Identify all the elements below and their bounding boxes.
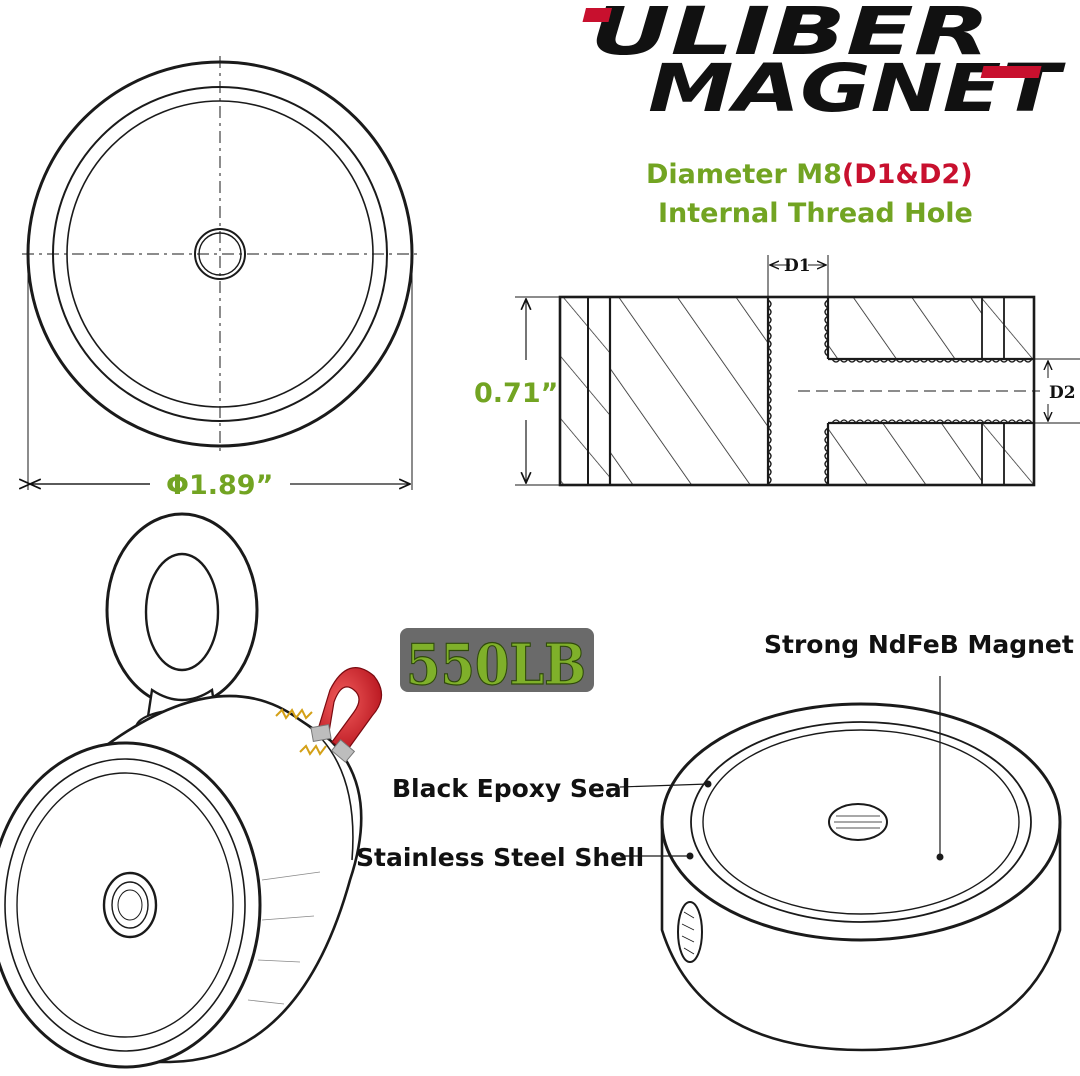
diameter-label: Φ1.89” [166,470,273,501]
svg-text:Diameter M8(D1&D2): Diameter M8(D1&D2) [646,159,973,190]
brand-line2: MAGNET [648,50,1066,127]
eyebolt-magnet-drawing [0,512,363,1069]
pot-magnet-drawing [619,676,1062,1052]
height-label: 0.71” [474,378,558,409]
callout-magnet: Strong NdFeB Magnet [764,630,1074,659]
spec-prefix: Diameter M8 [646,159,842,190]
d2-label: D2 [1049,383,1076,403]
thread-spec-header: Diameter M8(D1&D2) Internal Thread Hole [646,159,973,229]
spec-accent: (D1&D2) [842,159,973,190]
top-view-drawing [22,56,418,490]
brand-logo: ULIBER MAGNET [582,0,1066,127]
brand-accent-mark [582,8,613,22]
callout-shell: Stainless Steel Shell [356,843,644,872]
spec-line2: Internal Thread Hole [658,198,973,229]
section-view-drawing [515,255,1080,487]
brand-accent-t [980,66,1042,78]
d1-label: D1 [784,256,811,276]
horseshoe-magnet-icon [275,667,383,763]
callout-epoxy: Black Epoxy Seal [392,774,630,803]
strength-label: 550LB [406,632,586,698]
strength-badge: 550LB [400,628,594,699]
brand-line1: ULIBER [590,0,990,70]
